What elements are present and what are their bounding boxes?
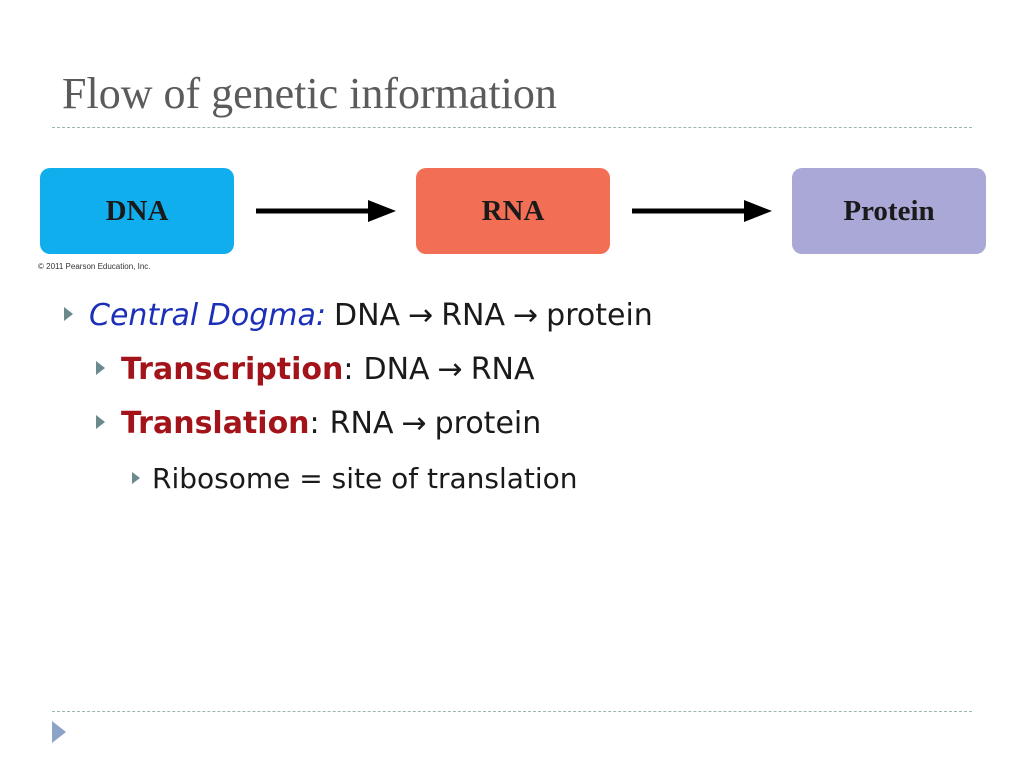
right-arrow-glyph: → — [437, 352, 463, 387]
footer-divider — [52, 711, 972, 712]
central-dna-text: DNA — [333, 298, 401, 333]
bullet-transcription: Transcription : DNA → RNA — [96, 352, 535, 387]
bullet-triangle-icon — [96, 415, 105, 429]
ribosome-text: Ribosome = site of translation — [152, 462, 578, 495]
colon-text: : — [343, 352, 354, 387]
central-protein-text: protein — [546, 298, 653, 333]
slide-title: Flow of genetic information — [62, 69, 557, 118]
slide-nav-triangle-icon — [52, 721, 66, 743]
right-arrow-icon — [632, 200, 772, 222]
protein-box: Protein — [792, 168, 986, 254]
right-arrow-icon — [256, 200, 396, 222]
bullet-translation: Translation : RNA → protein — [96, 406, 541, 441]
rna-box: RNA — [416, 168, 610, 254]
dna-box-label: DNA — [105, 194, 169, 227]
bullet-triangle-icon — [64, 307, 73, 321]
bullet-central-dogma: Central Dogma: DNA → RNA → protein — [64, 298, 653, 333]
transcription-from-text: DNA — [363, 352, 430, 387]
rna-box-label: RNA — [481, 194, 545, 227]
protein-box-label: Protein — [843, 194, 935, 227]
translation-to-text: protein — [434, 406, 542, 441]
bullet-triangle-icon — [132, 472, 140, 484]
translation-term: Translation — [121, 406, 310, 441]
copyright-notice: © 2011 Pearson Education, Inc. — [38, 262, 151, 271]
transcription-to-text: RNA — [470, 352, 535, 387]
right-arrow-glyph: → — [401, 406, 427, 441]
bullet-triangle-icon — [96, 361, 105, 375]
central-dogma-term: Central Dogma: — [89, 298, 326, 333]
transcription-term: Transcription — [121, 352, 344, 387]
central-rna-text: RNA — [441, 298, 506, 333]
title-divider — [52, 127, 972, 128]
bullet-ribosome: Ribosome = site of translation — [132, 462, 578, 495]
right-arrow-glyph: → — [513, 298, 539, 333]
right-arrow-glyph: → — [408, 298, 434, 333]
colon-text: : — [309, 406, 320, 441]
dna-box: DNA — [40, 168, 234, 254]
translation-from-text: RNA — [329, 406, 394, 441]
